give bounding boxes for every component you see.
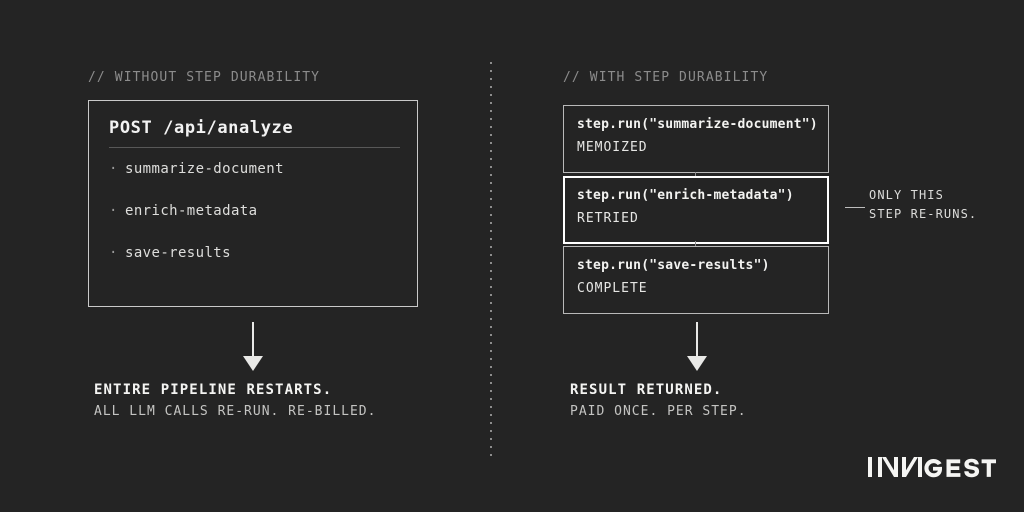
step-box-save-results: step.run("save-results") COMPLETE xyxy=(563,246,829,314)
step-connector xyxy=(695,241,696,246)
task-list: · summarize-document · enrich-metadata ·… xyxy=(109,161,403,287)
arrow-head xyxy=(243,356,263,371)
inngest-logo xyxy=(868,454,996,480)
endpoint-title: POST /api/analyze xyxy=(109,118,294,138)
right-column-comment: // WITH STEP DURABILITY xyxy=(563,70,769,85)
arrow-head xyxy=(687,356,707,371)
list-item: · enrich-metadata xyxy=(109,203,403,245)
status-badge: RETRIED xyxy=(577,211,639,226)
arrow-shaft xyxy=(696,322,698,358)
arrow-shaft xyxy=(252,322,254,358)
callout-line-2: STEP RE-RUNS. xyxy=(869,207,978,221)
bullet-icon: · xyxy=(109,161,118,177)
step-box-summarize-document: step.run("summarize-document") MEMOIZED xyxy=(563,105,829,173)
step-call-label: step.run("summarize-document") xyxy=(577,117,818,132)
step-call-label: step.run("save-results") xyxy=(577,258,770,273)
callout-annotation: ONLY THIS STEP RE-RUNS. xyxy=(869,186,977,224)
left-caption-secondary: ALL LLM CALLS RE-RUN. RE-BILLED. xyxy=(94,404,377,419)
task-label: summarize-document xyxy=(125,161,284,177)
step-box-enrich-metadata: step.run("enrich-metadata") RETRIED xyxy=(563,176,829,244)
endpoint-card: POST /api/analyze · summarize-document ·… xyxy=(88,100,418,307)
callout-line-1: ONLY THIS xyxy=(869,188,944,202)
status-badge: MEMOIZED xyxy=(577,140,648,155)
arrow-down-icon xyxy=(686,322,708,371)
left-column-comment: // WITHOUT STEP DURABILITY xyxy=(88,70,321,85)
status-badge: COMPLETE xyxy=(577,281,648,296)
callout-leader-line xyxy=(845,207,865,208)
list-item: · summarize-document xyxy=(109,161,403,203)
left-caption-primary: ENTIRE PIPELINE RESTARTS. xyxy=(94,382,333,398)
card-divider-rule xyxy=(109,147,400,148)
bullet-icon: · xyxy=(109,245,118,261)
arrow-down-icon xyxy=(242,322,264,371)
bullet-icon: · xyxy=(109,203,118,219)
step-connector xyxy=(695,172,696,177)
column-divider xyxy=(490,62,492,462)
right-caption-secondary: PAID ONCE. PER STEP. xyxy=(570,404,747,419)
right-caption-primary: RESULT RETURNED. xyxy=(570,382,723,398)
task-label: enrich-metadata xyxy=(125,203,258,219)
step-call-label: step.run("enrich-metadata") xyxy=(577,188,794,203)
inngest-wordmark-icon xyxy=(868,457,996,478)
right-caption: RESULT RETURNED. PAID ONCE. PER STEP. xyxy=(570,379,747,423)
list-item: · save-results xyxy=(109,245,403,287)
task-label: save-results xyxy=(125,245,231,261)
left-caption: ENTIRE PIPELINE RESTARTS. ALL LLM CALLS … xyxy=(94,379,376,423)
